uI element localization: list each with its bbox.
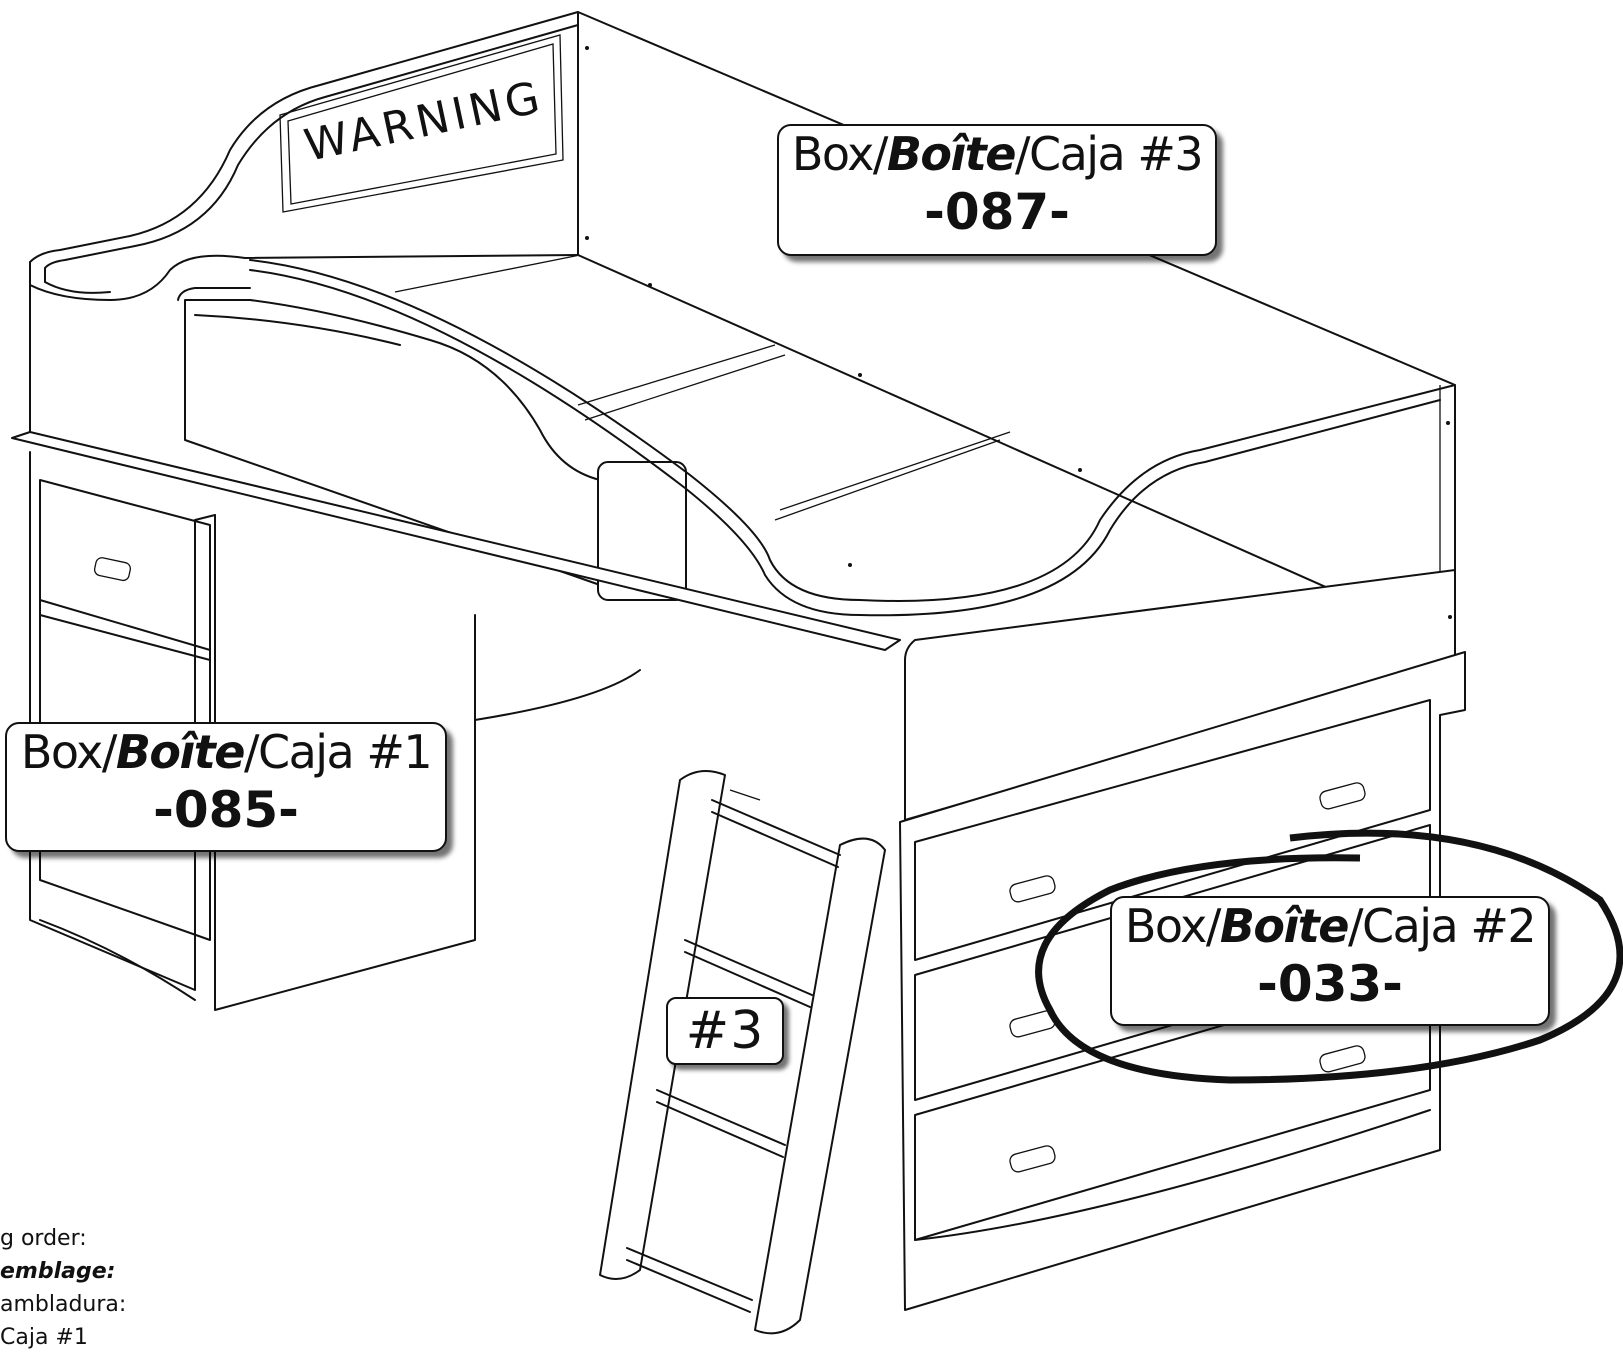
highlight-circle	[1035, 829, 1623, 1084]
order-note-fr: emblage:	[0, 1259, 116, 1284]
order-note-es: ambladura:	[0, 1292, 127, 1317]
box3-code: -087-	[924, 183, 1070, 241]
box2-code: -033-	[1257, 955, 1403, 1013]
platform	[394, 254, 1082, 567]
box2-title: Box/Boîte/Caja #2	[1124, 899, 1537, 953]
assembly-order-note: g order: emblage: ambladura: Caja #1	[0, 1222, 126, 1354]
headboard	[29, 11, 579, 286]
box1-title: Box/Boîte/Caja #1	[20, 725, 433, 779]
order-note-en: g order:	[0, 1226, 87, 1251]
order-note-box: Caja #1	[0, 1325, 88, 1350]
box2-label: Box/Boîte/Caja #2 -033-	[1110, 896, 1550, 1026]
box1-code: -085-	[153, 781, 299, 839]
footboard-rail	[249, 46, 1456, 821]
ladder-box-tag: #3	[666, 997, 784, 1065]
ladder	[599, 770, 886, 1335]
left-end-panel	[29, 254, 579, 441]
box1-label: Box/Boîte/Caja #1 -085-	[5, 722, 447, 852]
box3-title: Box/Boîte/Caja #3	[791, 127, 1204, 181]
back-panel	[577, 11, 1456, 651]
box3-label: Box/Boîte/Caja #3 -087-	[777, 124, 1217, 256]
guard-rail	[177, 287, 687, 601]
